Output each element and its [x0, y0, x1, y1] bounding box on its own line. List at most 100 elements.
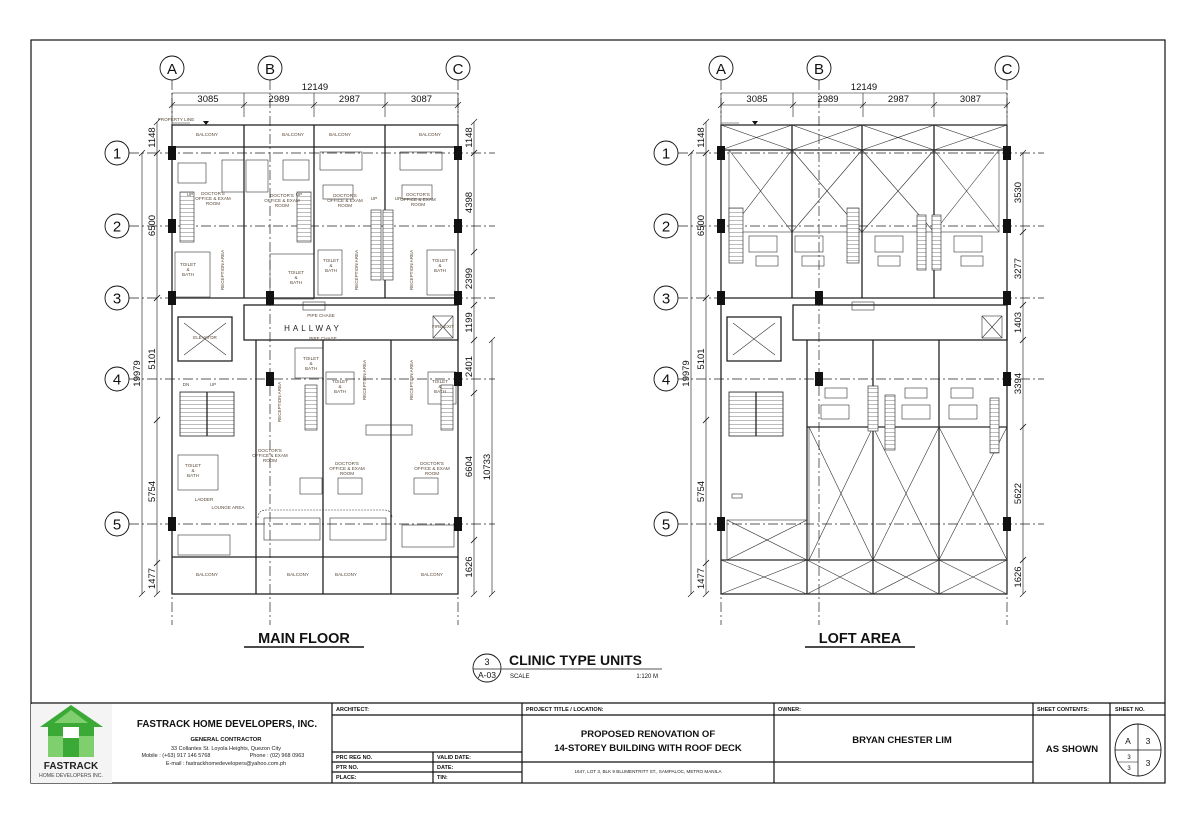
room-label-line: UP [395, 196, 401, 201]
room-label: PROPERTY LINE [158, 117, 195, 122]
open-to-below-area [938, 559, 1008, 595]
depth-dimension: 1626 [1013, 566, 1024, 587]
room-label: PIPE CHASE [307, 313, 335, 318]
dimension-tick [138, 149, 146, 157]
dimension-tick [1003, 101, 1011, 109]
room-label-line: ROOM [206, 201, 220, 206]
grid-label: 5 [662, 517, 670, 534]
depth-dimension: 5101 [696, 348, 707, 369]
unit-stair [989, 397, 1000, 454]
furniture [322, 184, 354, 200]
room-label-line: BATH [182, 272, 194, 277]
open-to-below-diagonal [806, 559, 874, 595]
room-label: UP [371, 196, 377, 201]
grid-bubble-4 [104, 366, 130, 392]
grid-label: C [453, 61, 464, 78]
dimension-tick [488, 590, 496, 598]
grid-bubble-C [445, 55, 471, 81]
toilet-bath [269, 253, 315, 300]
room-label-line: BATH [305, 366, 317, 371]
callout-number: 3 [484, 657, 489, 667]
grid-label: 3 [113, 291, 121, 308]
furniture [824, 387, 848, 399]
project-location: 1647, LOT 3, BLK 9 BLUMENTRITT ST., SAMP… [574, 769, 722, 774]
room-label: RECEPTION AREA [362, 359, 367, 400]
grid-label: A [167, 61, 177, 78]
overall-depth-dimension: 19979 [681, 360, 692, 386]
grid-label: B [265, 61, 275, 78]
unit-stair [884, 394, 896, 451]
room-label-line: & [329, 263, 332, 268]
depth-dimension: 2399 [464, 268, 475, 289]
dimension-tick [310, 101, 318, 109]
dimension-tick [153, 590, 161, 598]
furniture [221, 159, 245, 193]
room-label: BALCONY [335, 572, 357, 577]
dimension-tick [488, 336, 496, 344]
logo-subtitle: HOME DEVELOPERS INC. [39, 773, 103, 779]
room-label-line: RECEPTION AREA [354, 249, 359, 290]
open-to-below-diagonal [791, 124, 863, 151]
room-label-line: RECEPTION AREA [220, 249, 225, 290]
room-label: RECEPTION AREA [354, 249, 359, 290]
fire-exit-diagonal [981, 315, 1003, 339]
depth-dimension: 5622 [1013, 483, 1024, 504]
room-label-line: RECEPTION AREA [409, 359, 414, 400]
room-label-line: & [191, 468, 194, 473]
dimension-tick [702, 294, 710, 302]
furniture [282, 159, 310, 181]
toilet-bath [426, 249, 456, 296]
structural-column [454, 291, 462, 305]
furniture [960, 255, 984, 267]
furniture [329, 517, 387, 541]
room-label: TOILET&BATH [332, 379, 348, 394]
room-label: BALCONY [419, 132, 441, 137]
sheet-border [30, 39, 1166, 784]
open-to-below-diagonal [791, 149, 863, 233]
sheet-series: A [1125, 736, 1131, 746]
dimension-tick [702, 149, 710, 157]
ptr-label: PTR NO. [336, 765, 359, 771]
dimension-tick [1019, 556, 1027, 564]
dimension-tick [153, 294, 161, 302]
grid-label: 3 [662, 291, 670, 308]
room-label: UP [395, 196, 401, 201]
fire-exit-diagonal [432, 315, 454, 339]
owner-name: BRYAN CHESTER LIM [852, 735, 952, 746]
grid-bubble-4 [653, 366, 679, 392]
grid-bubble-5 [104, 511, 130, 537]
dimension-tick [1019, 336, 1027, 344]
grid-label: 2 [113, 219, 121, 236]
unit-stair [440, 384, 454, 431]
furniture [801, 255, 825, 267]
room-label: RECEPTION AREA [409, 249, 414, 290]
grid-label: 2 [662, 219, 670, 236]
room-label-line: BATH [434, 268, 446, 273]
structural-column [717, 517, 725, 531]
room-label-line: TOILET [185, 463, 201, 468]
room-label-line: UP [371, 196, 377, 201]
grid-bubble-B [257, 55, 283, 81]
scale-label: SCALE [510, 674, 530, 680]
unit-stair [296, 191, 312, 243]
dimension-tick [702, 416, 710, 424]
room-label: BALCONY [421, 572, 443, 577]
unit-stair [931, 214, 942, 271]
dimension-tick [454, 101, 462, 109]
open-to-below-diagonal [861, 149, 935, 233]
title-block: FASTRACK HOME DEVELOPERS INC. FASTRACK H… [31, 702, 1165, 783]
open-to-below-diagonal [726, 519, 808, 561]
room-label-line: & [294, 275, 297, 280]
room-label-line: PIPE CHASE [307, 313, 335, 318]
room-label-line: DOCTOR'S [333, 193, 357, 198]
room-label-line: OFFICE & EXAM [400, 197, 436, 202]
carport-outline [257, 509, 393, 519]
elevator-shaft [726, 316, 782, 362]
structural-column [717, 219, 725, 233]
structural-column [266, 372, 274, 386]
unit-stair [304, 384, 318, 431]
open-to-below-diagonal [938, 559, 1008, 595]
